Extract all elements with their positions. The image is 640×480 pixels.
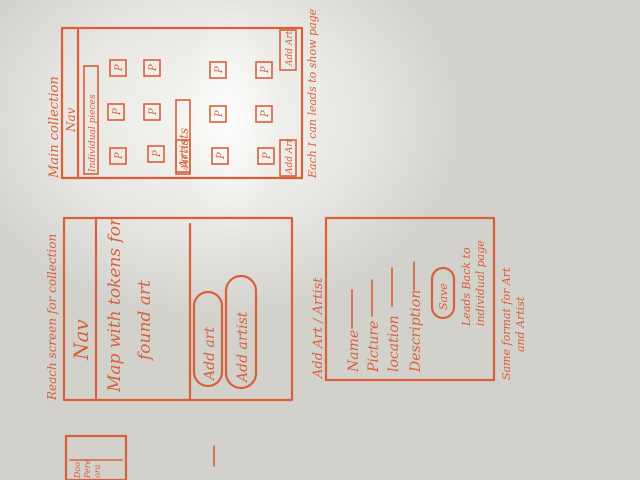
fragment-text-1: Doo xyxy=(73,462,82,479)
field-location-label: location xyxy=(386,315,402,372)
save-note-line2: individual page xyxy=(474,240,487,326)
artist-thumb-label: P xyxy=(262,152,273,160)
fragment-text-3: ora xyxy=(93,464,102,478)
field-name-label: Name xyxy=(346,330,362,373)
add-art-button-top[interactable] xyxy=(279,29,297,71)
tab-individual-pieces-label: Individual pieces xyxy=(88,94,98,173)
footer-note-line2: and Artist xyxy=(514,296,527,352)
save-note-line1: Leads Back to xyxy=(460,247,473,327)
main-collection-note: Each I can leads to show page xyxy=(306,8,319,179)
add-art-button-label: Add art xyxy=(202,326,218,382)
add-form-frame xyxy=(324,216,496,382)
artist-thumb[interactable] xyxy=(209,61,227,79)
piece-thumb[interactable] xyxy=(109,59,127,77)
add-art-button-bottom[interactable] xyxy=(279,139,297,177)
add-art-button[interactable] xyxy=(192,290,224,388)
artist-thumb[interactable] xyxy=(255,61,273,79)
reach-screen-frame xyxy=(62,216,294,402)
piece-thumb[interactable] xyxy=(109,147,127,165)
map-description-line1: Map with tokens for xyxy=(105,217,125,393)
artist-thumbnails: P P P P P P xyxy=(209,61,275,165)
artist-thumb[interactable] xyxy=(209,105,227,123)
piece-thumb[interactable] xyxy=(143,103,161,121)
artist-thumb-label: P xyxy=(260,66,271,74)
add-form-title: Add Art / Artist xyxy=(311,277,326,379)
piece-thumb-label: P xyxy=(114,64,125,72)
piece-thumb-label: P xyxy=(148,108,159,116)
tab-individual-pieces[interactable] xyxy=(83,65,99,175)
map-description-line2: found art xyxy=(135,280,155,362)
add-artist-button[interactable] xyxy=(224,274,258,390)
piece-thumb-label: P xyxy=(148,64,159,72)
field-description-label: Description xyxy=(408,290,424,373)
save-button-label: Save xyxy=(437,283,450,310)
piece-thumbnails: P P P P P P xyxy=(107,59,165,165)
main-collection-frame xyxy=(60,26,304,180)
artist-thumb[interactable] xyxy=(257,147,275,165)
piece-thumb-label: P xyxy=(114,152,125,160)
add-art-bottom-label: Add Art xyxy=(285,138,295,175)
main-collection-title: Main collection xyxy=(47,76,62,179)
footer-note-line1: Same format for Art xyxy=(500,267,513,380)
artist-thumb-label: P xyxy=(260,110,271,118)
piece-thumb[interactable] xyxy=(107,103,125,121)
add-form-wireframe: Add Art / Artist Name Picture location D… xyxy=(311,216,527,382)
reach-screen-wireframe: Reach screen for collection Nav Map with… xyxy=(45,216,294,402)
artist-thumb-label: P xyxy=(216,152,227,160)
artist-thumb[interactable] xyxy=(211,147,229,165)
field-picture-label: Picture xyxy=(366,321,382,373)
fragment-text-2: Pere xyxy=(83,459,92,479)
main-collection-wireframe: Main collection Nav Individual pieces Ar… xyxy=(47,8,319,180)
artist-thumb-label: P xyxy=(214,110,225,118)
add-artist-button-label: Add artist xyxy=(235,311,251,384)
add-art-side-label: Add Art xyxy=(180,138,189,171)
fragment-frame xyxy=(64,434,128,480)
reach-screen-title: Reach screen for collection xyxy=(45,234,59,401)
add-art-button-side[interactable] xyxy=(175,139,191,173)
reach-nav-label: Nav xyxy=(69,319,93,361)
piece-thumb-label: P xyxy=(152,150,163,158)
save-button[interactable] xyxy=(430,266,456,320)
tab-artists-label: Artists xyxy=(177,128,191,169)
artist-thumb[interactable] xyxy=(255,105,273,123)
piece-thumb[interactable] xyxy=(143,59,161,77)
main-nav-label: Nav xyxy=(64,107,78,133)
piece-thumb-label: P xyxy=(112,108,123,116)
tab-artists[interactable] xyxy=(175,99,191,175)
add-art-top-label: Add Art xyxy=(285,30,295,67)
piece-thumb[interactable] xyxy=(147,145,165,163)
artist-thumb-label: P xyxy=(214,66,225,74)
partial-wireframe-fragment: Doo Pere ora xyxy=(64,434,215,480)
